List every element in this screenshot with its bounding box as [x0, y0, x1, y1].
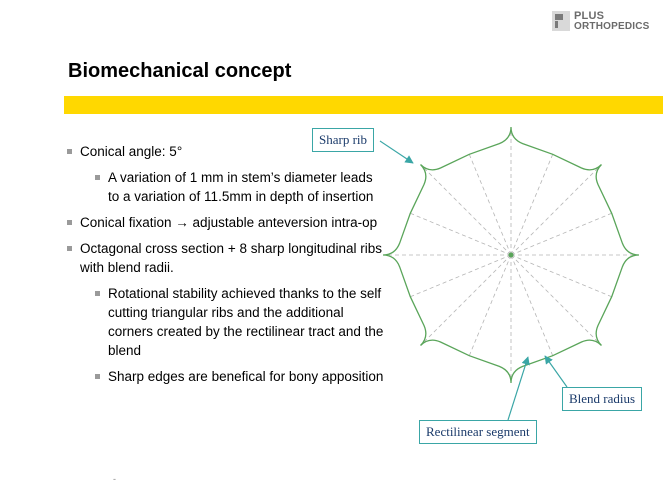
radial-spoke-line	[510, 254, 598, 342]
callout-blend-radius: Blend radius	[562, 387, 643, 411]
radial-spoke-line	[468, 153, 512, 256]
bullet-text: Sharp edges are benefical for bony appos…	[108, 369, 384, 384]
radial-spoke-line	[510, 212, 613, 256]
bullet-text: Octagonal cross section + 8 sharp longit…	[80, 241, 383, 275]
radial-spoke-line	[409, 212, 512, 256]
radial-spoke-line	[510, 153, 554, 256]
bullet-square-icon	[95, 374, 100, 379]
bullet-item: Conical fixation → adjustable anteversio…	[64, 213, 384, 232]
radial-spoke-line	[424, 168, 512, 256]
radial-spoke-line	[468, 254, 512, 357]
bullet-square-icon	[95, 175, 100, 180]
bullet-list: Conical angle: 5° A variation of 1 mm in…	[64, 142, 384, 393]
rectilinear-segment-arrow	[507, 356, 530, 421]
sharp-rib-arrow	[379, 140, 414, 164]
sub-bullet-item: Rotational stability achieved thanks to …	[64, 284, 384, 360]
radial-spoke-line	[424, 254, 512, 342]
bullet-text: Conical fixation → adjustable anteversio…	[80, 215, 378, 230]
plus-orthopedics-logo: PLUS ORTHOPEDICS	[552, 9, 652, 35]
logo-text-plus: PLUS	[574, 10, 605, 22]
logo-mark-icon	[552, 11, 570, 31]
bullet-square-icon	[95, 291, 100, 296]
radial-spoke-line	[510, 254, 613, 298]
bullet-square-icon	[67, 149, 72, 154]
accent-band	[64, 96, 663, 114]
bullet-text: Conical angle: 5°	[80, 144, 183, 159]
logo-text-orthopedics: ORTHOPEDICS	[574, 21, 650, 32]
radial-spoke-line	[510, 168, 598, 256]
sub-bullet-item: A variation of 1 mm in stem’s diameter l…	[64, 168, 384, 206]
blend-radius-arrow	[544, 355, 568, 388]
center-point	[508, 252, 514, 258]
radial-spoke-line	[510, 254, 554, 357]
callout-sharp-rib: Sharp rib	[312, 128, 375, 152]
bullet-text: A variation of 1 mm in stem’s diameter l…	[108, 170, 374, 204]
octagonal-profile-outline	[382, 126, 640, 384]
bullet-text: Rotational stability achieved thanks to …	[108, 286, 384, 358]
bullet-square-icon	[67, 246, 72, 251]
radial-spokes	[389, 133, 633, 377]
bullet-item: Octagonal cross section + 8 sharp longit…	[64, 239, 384, 277]
sub-bullet-item: Sharp edges are benefical for bony appos…	[64, 367, 384, 386]
radial-spoke-line	[409, 254, 512, 298]
bullet-square-icon	[67, 220, 72, 225]
footer-mark: -	[113, 474, 116, 484]
callout-rectilinear-segment: Rectilinear segment	[419, 420, 537, 444]
bullet-item: Conical angle: 5°	[64, 142, 384, 161]
slide-title: Biomechanical concept	[68, 60, 292, 82]
